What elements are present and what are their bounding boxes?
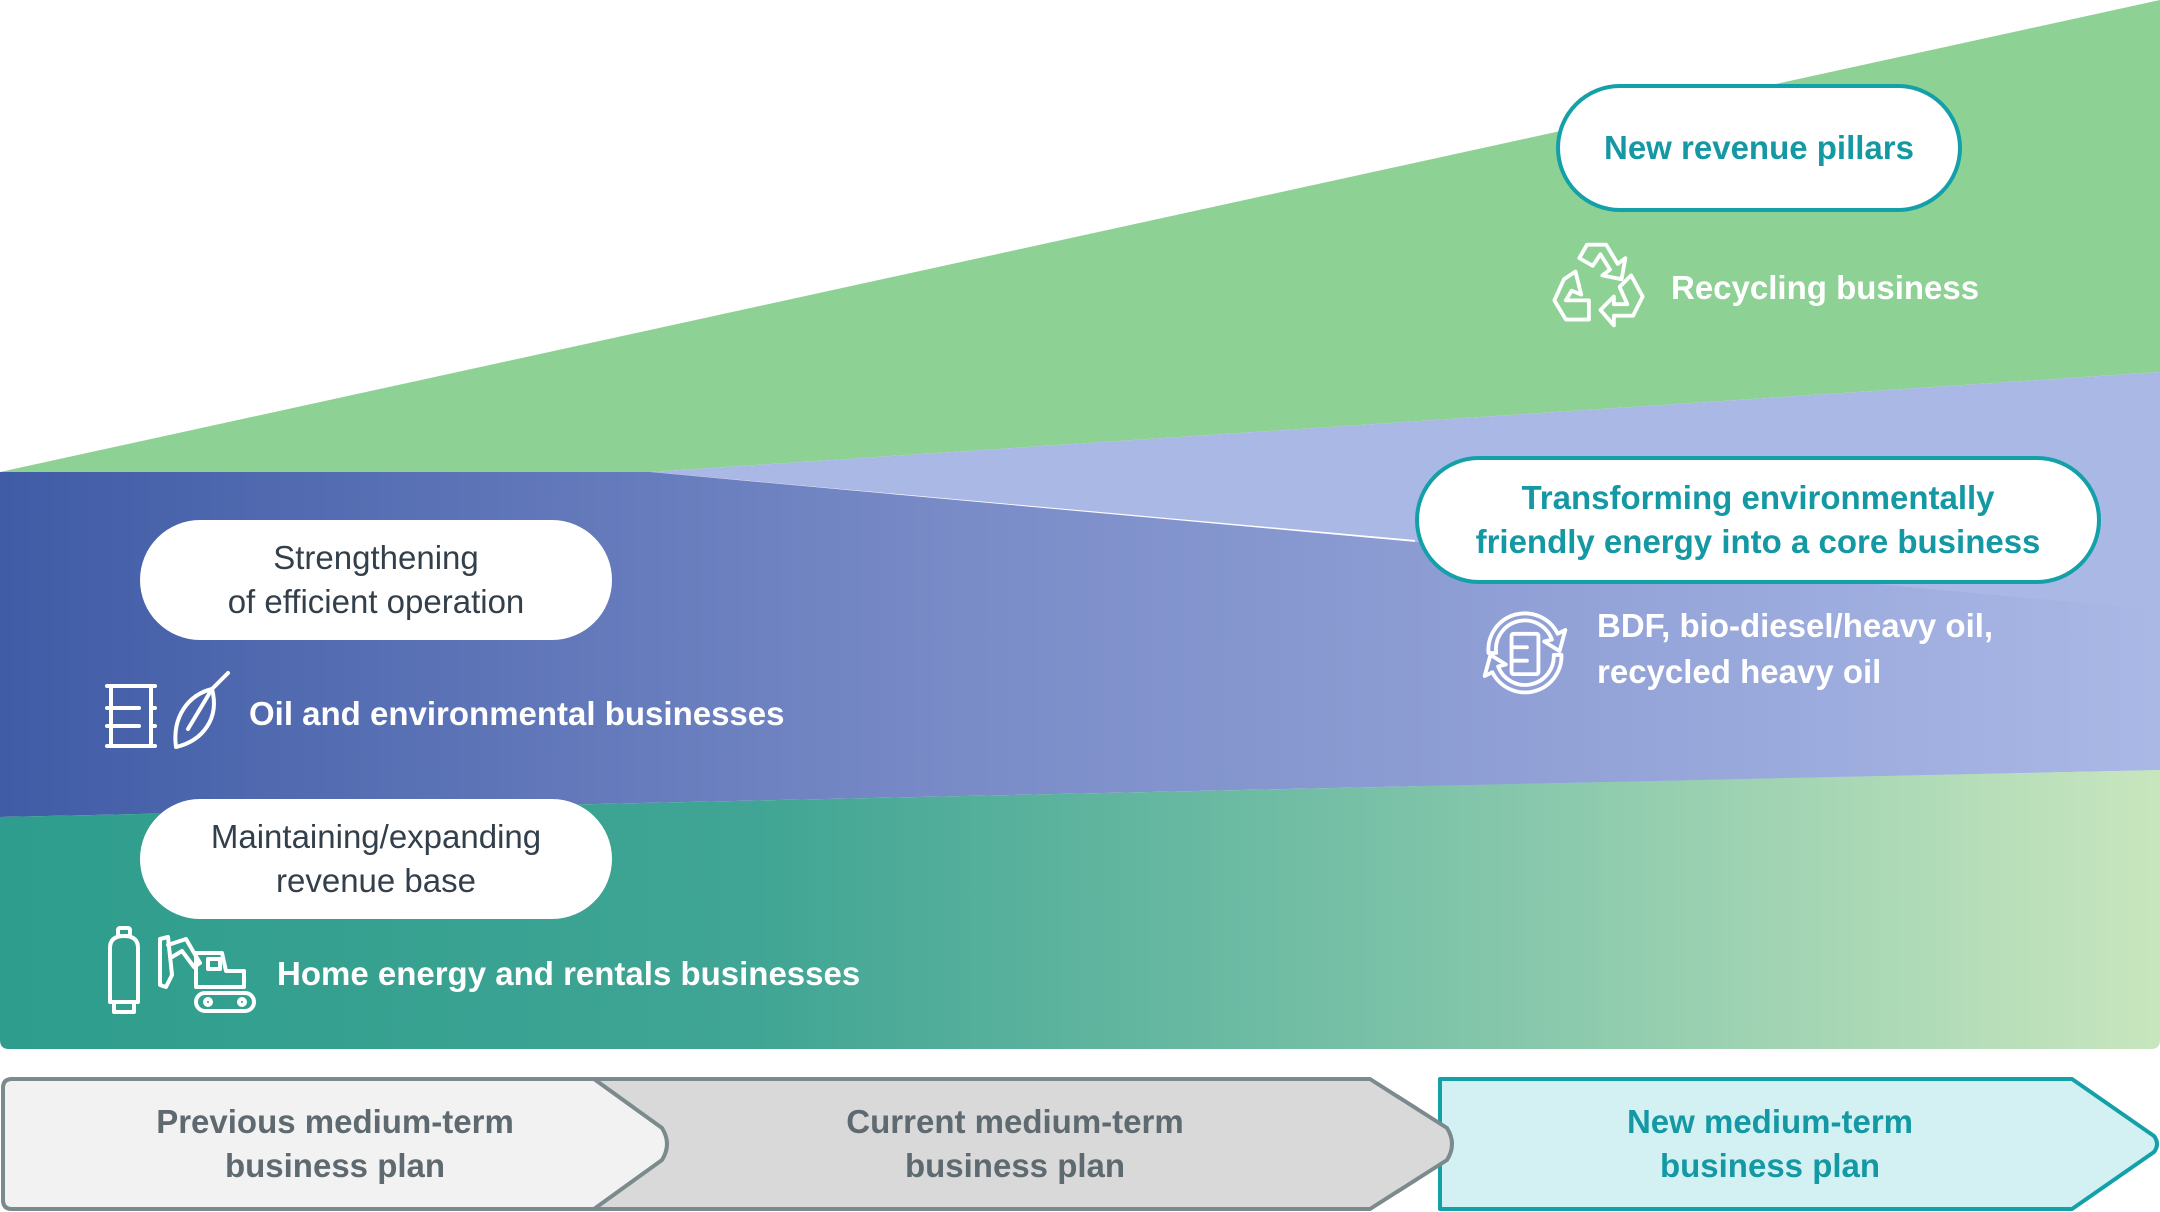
pill-text-line2: friendly energy into a core business (1475, 523, 2041, 560)
timeline-label-line1: New medium-term (1626, 1103, 1914, 1140)
recycle-icon (1550, 237, 1647, 333)
pill-new-revenue-pillars: New revenue pillars (1556, 84, 1962, 212)
pill-maintaining-revenue-base: Maintaining/expanding revenue base (140, 799, 612, 919)
pill-transforming-energy: Transforming environmentally friendly en… (1415, 456, 2101, 584)
excavator-icon (156, 935, 258, 1015)
pill-text-line1: Maintaining/expanding (210, 818, 542, 855)
label-bdf-biodiesel: BDF, bio-diesel/heavy oil, recycled heav… (1597, 603, 1993, 695)
oil-drum-icon (105, 684, 157, 748)
pill-text: New revenue pillars (1604, 129, 1914, 166)
timeline-label-line2: business plan (904, 1147, 1126, 1184)
pill-text-line2: revenue base (276, 862, 476, 899)
label-home-energy-rentals-businesses: Home energy and rentals businesses (277, 955, 861, 992)
timeline-label-line1: Previous medium-term (156, 1103, 514, 1140)
timeline-label-line2: business plan (224, 1147, 446, 1184)
label-recycling-business: Recycling business (1671, 269, 1980, 306)
timeline-label-line2: business plan (1659, 1147, 1881, 1184)
gas-cylinder-icon (106, 926, 142, 1014)
pill-strengthening-efficient-operation: Strengthening of efficient operation (140, 520, 612, 640)
timeline-label-previous: Previous medium-term business plan (40, 1100, 630, 1188)
oil-drum-cycle-icon (1477, 603, 1573, 703)
label-line2: recycled heavy oil (1597, 653, 1882, 690)
label-oil-environmental-businesses: Oil and environmental businesses (249, 695, 785, 732)
timeline-label-current: Current medium-term business plan (720, 1100, 1310, 1188)
pill-text-line1: Strengthening (273, 539, 479, 576)
pill-text-line1: Transforming environmentally (1521, 479, 1995, 516)
pill-text-line2: of efficient operation (227, 583, 525, 620)
timeline-label-line1: Current medium-term (846, 1103, 1184, 1140)
leaf-icon (168, 671, 230, 749)
label-line1: BDF, bio-diesel/heavy oil, (1597, 607, 1994, 644)
timeline-label-new: New medium-term business plan (1475, 1100, 2065, 1188)
